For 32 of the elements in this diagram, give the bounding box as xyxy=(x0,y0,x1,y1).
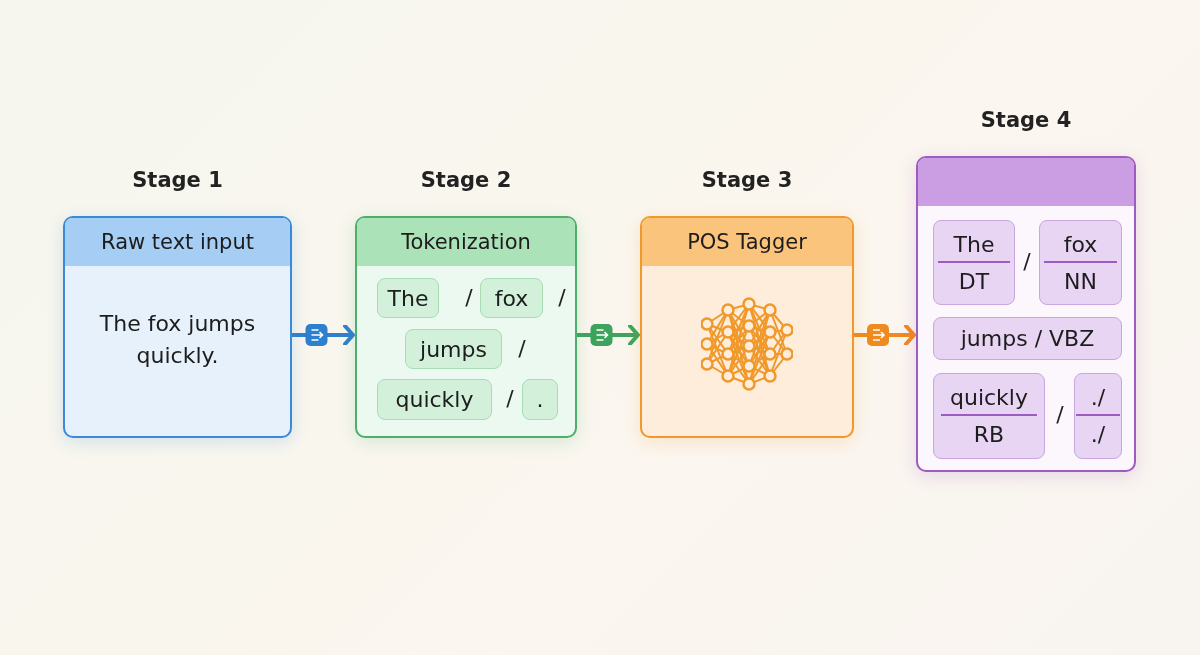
tag-text: DT xyxy=(958,267,990,294)
body-text: The fox jumps quickly. xyxy=(98,310,257,370)
tag-chip xyxy=(1074,373,1122,459)
separator-slash: / xyxy=(1055,401,1065,429)
separator-slash: / xyxy=(1022,248,1032,276)
token-chip: The xyxy=(377,278,439,318)
tag-chip xyxy=(933,220,1015,305)
stage-title-bar: Raw text input xyxy=(65,218,290,266)
stage-title-bar: Tokenization xyxy=(357,218,575,266)
token-chip: fox xyxy=(480,278,543,318)
separator-slash: / xyxy=(464,284,474,312)
separator-slash: / xyxy=(505,385,515,413)
stage-heading: Stage 3 xyxy=(700,168,794,192)
token-text: fox xyxy=(1044,231,1117,263)
token-text: ./ xyxy=(1075,385,1121,416)
token-text: quickly xyxy=(941,385,1037,416)
tag-chip xyxy=(933,373,1045,459)
token-chip: jumps xyxy=(405,329,502,369)
separator-slash: / xyxy=(557,284,567,312)
tag-chip xyxy=(1039,220,1122,305)
tag-text: ./ xyxy=(1090,421,1106,447)
tag-text: RB xyxy=(973,421,1005,447)
token-chip: jumps / VBZ xyxy=(933,317,1122,360)
stage-heading: Stage 1 xyxy=(131,168,224,192)
token-chip: quickly xyxy=(377,379,492,420)
separator-slash: / xyxy=(517,335,527,363)
token-chip: . xyxy=(522,379,558,420)
stage-title-bar: POS Tagger xyxy=(642,218,852,266)
stage-heading: Stage 2 xyxy=(419,168,513,192)
stage-heading: Stage 4 xyxy=(979,108,1073,132)
tag-text: NN xyxy=(1064,267,1097,294)
token-text: The xyxy=(938,231,1010,263)
